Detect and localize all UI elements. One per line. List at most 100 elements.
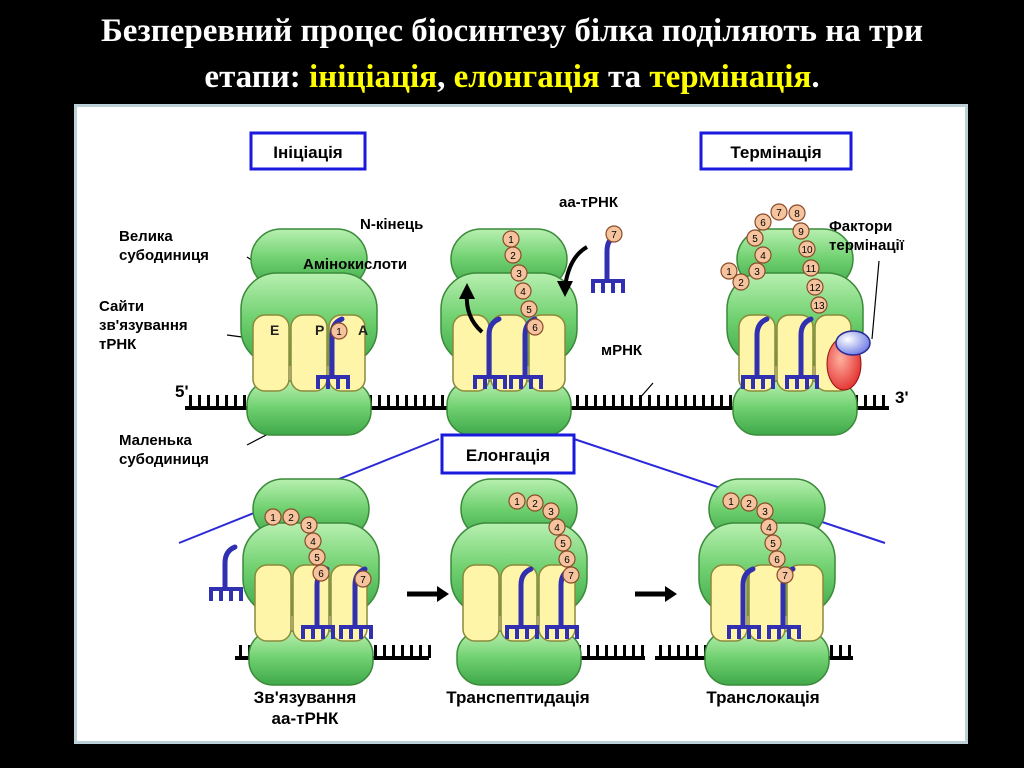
- small-subunit-label-2: субодиниця: [119, 451, 209, 468]
- trna-term-1: [741, 316, 775, 389]
- trna-trans-p: [505, 566, 539, 639]
- trna-leaving: [209, 544, 243, 601]
- term-aa-8: 8: [788, 204, 806, 222]
- svg-text:1: 1: [728, 497, 734, 508]
- svg-text:4: 4: [554, 523, 560, 534]
- transl-aa-1: 1: [722, 492, 740, 510]
- title-sep-1: ,: [437, 59, 454, 95]
- bind-aa-4: 4: [304, 532, 322, 550]
- termination-factors-label-1: Фактори: [829, 218, 892, 235]
- three-prime-label: 3': [895, 388, 909, 407]
- elong-top-aa-3: 3: [510, 264, 528, 282]
- svg-text:2: 2: [746, 499, 752, 510]
- title-line-2: етапи: ініціація, елонгація та термінаці…: [0, 54, 1024, 100]
- sites-label-1: Сайти: [99, 298, 144, 315]
- svg-text:1: 1: [726, 267, 732, 278]
- term-aa-2: 2: [732, 273, 750, 291]
- svg-text:1: 1: [514, 497, 520, 508]
- term-aa-13: 13: [810, 296, 828, 314]
- bind-aa-5: 5: [308, 548, 326, 566]
- label-leader-line: [871, 260, 880, 340]
- svg-text:2: 2: [532, 499, 538, 510]
- svg-text:6: 6: [774, 555, 780, 566]
- large-subunit-label-1: Велика: [119, 228, 173, 245]
- svg-text:7: 7: [611, 230, 617, 241]
- term-aa-12: 12: [806, 278, 824, 296]
- elong-top-aa-5: 5: [520, 300, 538, 318]
- trna-term-2: [785, 316, 819, 389]
- svg-text:3: 3: [762, 507, 768, 518]
- ribosome-elongation-main: [440, 228, 578, 436]
- release-factor: [826, 330, 871, 391]
- small-subunit-label-1: Маленька: [119, 432, 192, 449]
- svg-text:5: 5: [752, 234, 758, 245]
- svg-text:5: 5: [770, 539, 776, 550]
- term-aa-4: 4: [754, 246, 772, 264]
- svg-text:6: 6: [564, 555, 570, 566]
- bind-aa-3: 3: [300, 516, 318, 534]
- binding-caption-1: Зв'язування: [254, 688, 357, 707]
- elong-top-aa-2: 2: [504, 246, 522, 264]
- svg-text:5: 5: [560, 539, 566, 550]
- svg-text:4: 4: [766, 523, 772, 534]
- transl-aa-3: 3: [756, 502, 774, 520]
- elong-top-aa-6: 6: [526, 318, 544, 336]
- site-e-label: E: [270, 322, 279, 338]
- trans-aa-1: 1: [508, 492, 526, 510]
- five-prime-label: 5': [175, 382, 189, 401]
- ribosome-initiation: [240, 228, 378, 436]
- init-aa-1: 1: [330, 322, 348, 340]
- svg-text:2: 2: [738, 278, 744, 289]
- term-aa-3: 3: [748, 262, 766, 280]
- trans-aa-2: 2: [526, 494, 544, 512]
- process-arrows: [407, 245, 677, 602]
- svg-text:7: 7: [782, 571, 788, 582]
- trna-incoming: [591, 232, 625, 293]
- svg-text:7: 7: [568, 571, 574, 582]
- svg-text:10: 10: [801, 245, 813, 256]
- svg-text:3: 3: [306, 521, 312, 532]
- transl-aa-7: 7: [776, 566, 794, 584]
- trans-aa-3: 3: [542, 502, 560, 520]
- stage-initiation-text: ініціація: [309, 59, 438, 95]
- bind-aa-2: 2: [282, 508, 300, 526]
- elongation-box: Елонгація: [440, 433, 576, 475]
- svg-text:1: 1: [508, 235, 514, 246]
- svg-text:7: 7: [776, 208, 782, 219]
- svg-text:4: 4: [520, 287, 526, 298]
- elongation-label: Елонгація: [466, 446, 550, 465]
- term-aa-9: 9: [792, 222, 810, 240]
- trna-elong-p: [473, 316, 507, 389]
- term-aa-5: 5: [746, 229, 764, 247]
- svg-text:6: 6: [532, 323, 538, 334]
- initiation-box: Ініціація: [249, 131, 367, 171]
- amino-acids-label: Амінокислоти: [303, 256, 407, 273]
- initiation-label: Ініціація: [273, 143, 342, 162]
- svg-text:3: 3: [548, 507, 554, 518]
- binding-caption-2: аа-тРНК: [272, 709, 340, 728]
- term-aa-11: 11: [802, 259, 820, 277]
- svg-text:6: 6: [760, 218, 766, 229]
- elong-top-aa-1: 1: [502, 230, 520, 248]
- svg-text:2: 2: [510, 251, 516, 262]
- site-a-label: A: [358, 322, 368, 338]
- trans-aa-4: 4: [548, 518, 566, 536]
- svg-text:13: 13: [813, 301, 825, 312]
- svg-text:5: 5: [314, 553, 320, 564]
- sites-label-2: зв'язування: [99, 317, 188, 334]
- transpeptidation-caption: Транспептидація: [446, 688, 589, 707]
- stage-termination-text: термінація: [649, 59, 812, 95]
- site-p-label: P: [315, 322, 324, 338]
- svg-text:9: 9: [798, 227, 804, 238]
- bind-aa-1: 1: [264, 508, 282, 526]
- svg-text:4: 4: [760, 251, 766, 262]
- termination-factors-label-2: термінації: [829, 237, 905, 254]
- term-aa-6: 6: [754, 213, 772, 231]
- title-prefix: етапи:: [204, 59, 310, 95]
- slide-title: Безперевний процес біосинтезу білка поді…: [0, 8, 1024, 100]
- ribosome-termination: [726, 228, 864, 436]
- trans-aa-7: 7: [562, 566, 580, 584]
